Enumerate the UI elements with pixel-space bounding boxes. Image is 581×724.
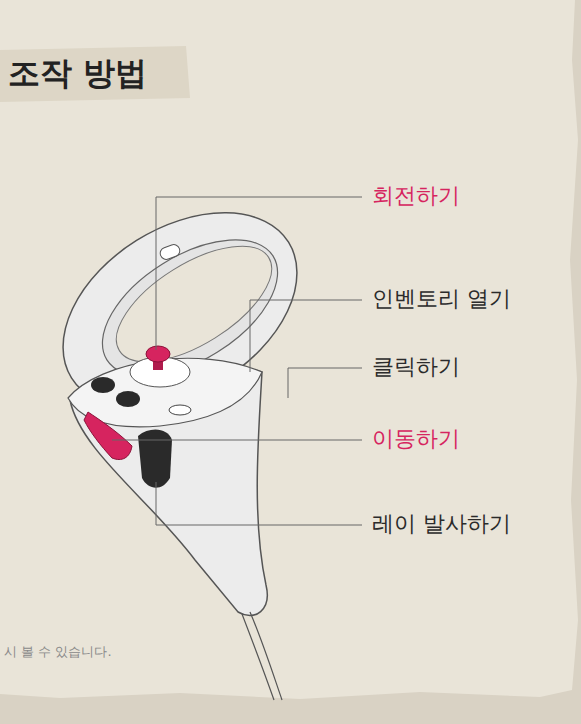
footnote: 시 볼 수 있습니다.: [4, 644, 112, 660]
paper-ground: [0, 0, 578, 699]
page-title: 조작 방법: [8, 54, 147, 92]
title-banner: [0, 46, 190, 102]
control-label: 회전하기: [372, 183, 460, 209]
leader-lines: [112, 197, 362, 525]
control-label: 인벤토리 열기: [372, 286, 511, 312]
control-label: 이동하기: [372, 426, 460, 452]
control-label: 레이 발사하기: [372, 511, 511, 537]
control-label: 클릭하기: [372, 354, 460, 380]
controller: [28, 173, 332, 700]
